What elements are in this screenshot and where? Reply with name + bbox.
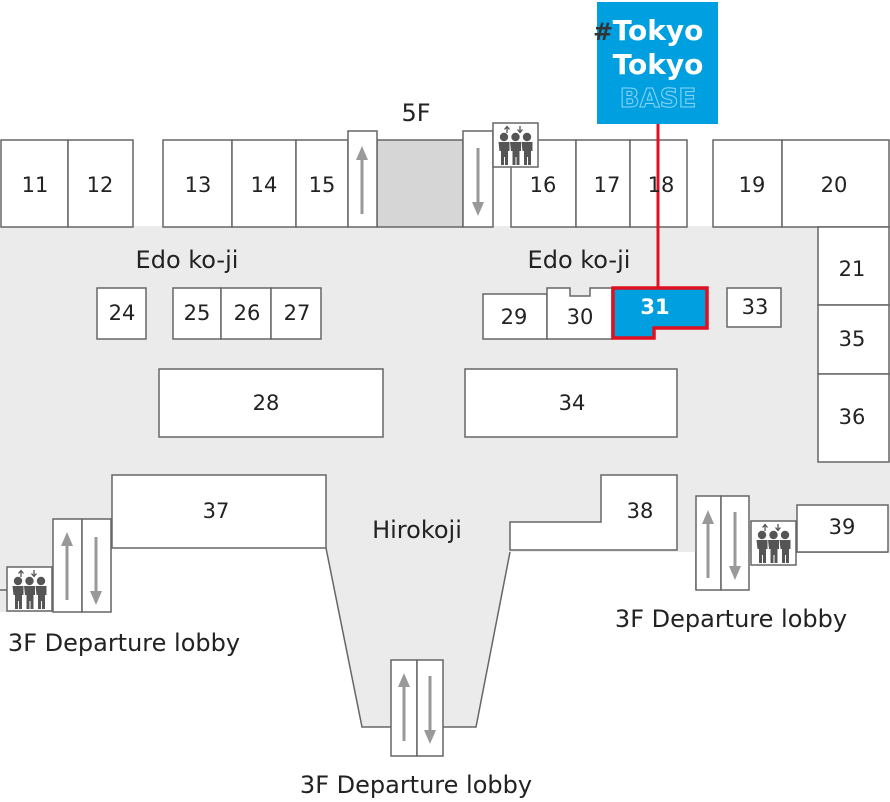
shop-13[interactable]: 13 bbox=[185, 173, 212, 197]
void-area bbox=[376, 139, 464, 228]
escalator-icon bbox=[390, 659, 444, 757]
svg-text:Tokyo: Tokyo bbox=[613, 48, 704, 81]
shop-26[interactable]: 26 bbox=[234, 301, 261, 325]
escalator-icon bbox=[347, 130, 378, 228]
tokyo-tokyo-base-logo: # Tokyo Tokyo BASE bbox=[593, 2, 718, 124]
shop-33[interactable]: 33 bbox=[742, 295, 769, 319]
floor-label: 5F bbox=[401, 99, 430, 127]
shop-21[interactable]: 21 bbox=[839, 257, 866, 281]
shop-34[interactable]: 34 bbox=[559, 391, 586, 415]
floor-area bbox=[0, 226, 890, 727]
exit-label-right: 3F Departure lobby bbox=[615, 605, 847, 633]
shop-27[interactable]: 27 bbox=[284, 301, 311, 325]
shop-28[interactable]: 28 bbox=[253, 391, 280, 415]
shop-numbers: 11 12 13 14 15 16 17 18 19 20 21 35 36 2… bbox=[22, 173, 866, 539]
exit-label-left: 3F Departure lobby bbox=[8, 629, 240, 657]
shop-24[interactable]: 24 bbox=[109, 301, 136, 325]
shop-38[interactable]: 38 bbox=[627, 499, 654, 523]
shop-36[interactable]: 36 bbox=[839, 405, 866, 429]
shop-20[interactable]: 20 bbox=[821, 173, 848, 197]
escalator-icon bbox=[462, 130, 494, 228]
shop-31-label[interactable]: 31 bbox=[640, 295, 669, 319]
shop-18[interactable]: 18 bbox=[648, 173, 675, 197]
svg-text:Tokyo: Tokyo bbox=[613, 14, 704, 47]
shop-12[interactable]: 12 bbox=[87, 173, 114, 197]
shop-19[interactable]: 19 bbox=[739, 173, 766, 197]
elevator-icon bbox=[7, 567, 52, 611]
shop-11[interactable]: 11 bbox=[22, 173, 49, 197]
shop-17[interactable]: 17 bbox=[594, 173, 621, 197]
svg-text:#: # bbox=[593, 18, 613, 46]
exit-label-bottom: 3F Departure lobby bbox=[300, 771, 532, 799]
area-label-edo-right: Edo ko-ji bbox=[528, 246, 631, 274]
shop-14[interactable]: 14 bbox=[251, 173, 278, 197]
shop-30[interactable]: 30 bbox=[567, 305, 594, 329]
escalator-icon bbox=[52, 518, 112, 613]
area-label-hirokoji: Hirokoji bbox=[372, 516, 462, 544]
shop-35[interactable]: 35 bbox=[839, 327, 866, 351]
shop-15[interactable]: 15 bbox=[309, 173, 336, 197]
area-label-edo-left: Edo ko-ji bbox=[136, 246, 239, 274]
shop-29[interactable]: 29 bbox=[501, 305, 528, 329]
shop-25[interactable]: 25 bbox=[184, 301, 211, 325]
highlighted-shop-31[interactable] bbox=[611, 286, 709, 340]
elevator-icon bbox=[493, 123, 538, 167]
escalator-icon bbox=[695, 495, 750, 591]
svg-text:BASE: BASE bbox=[620, 84, 696, 114]
shop-39[interactable]: 39 bbox=[829, 515, 856, 539]
mid-shop-row bbox=[96, 287, 889, 553]
elevator-icon bbox=[751, 521, 796, 565]
top-shop-row bbox=[0, 139, 890, 463]
shop-37[interactable]: 37 bbox=[203, 499, 230, 523]
shop-16[interactable]: 16 bbox=[530, 173, 557, 197]
